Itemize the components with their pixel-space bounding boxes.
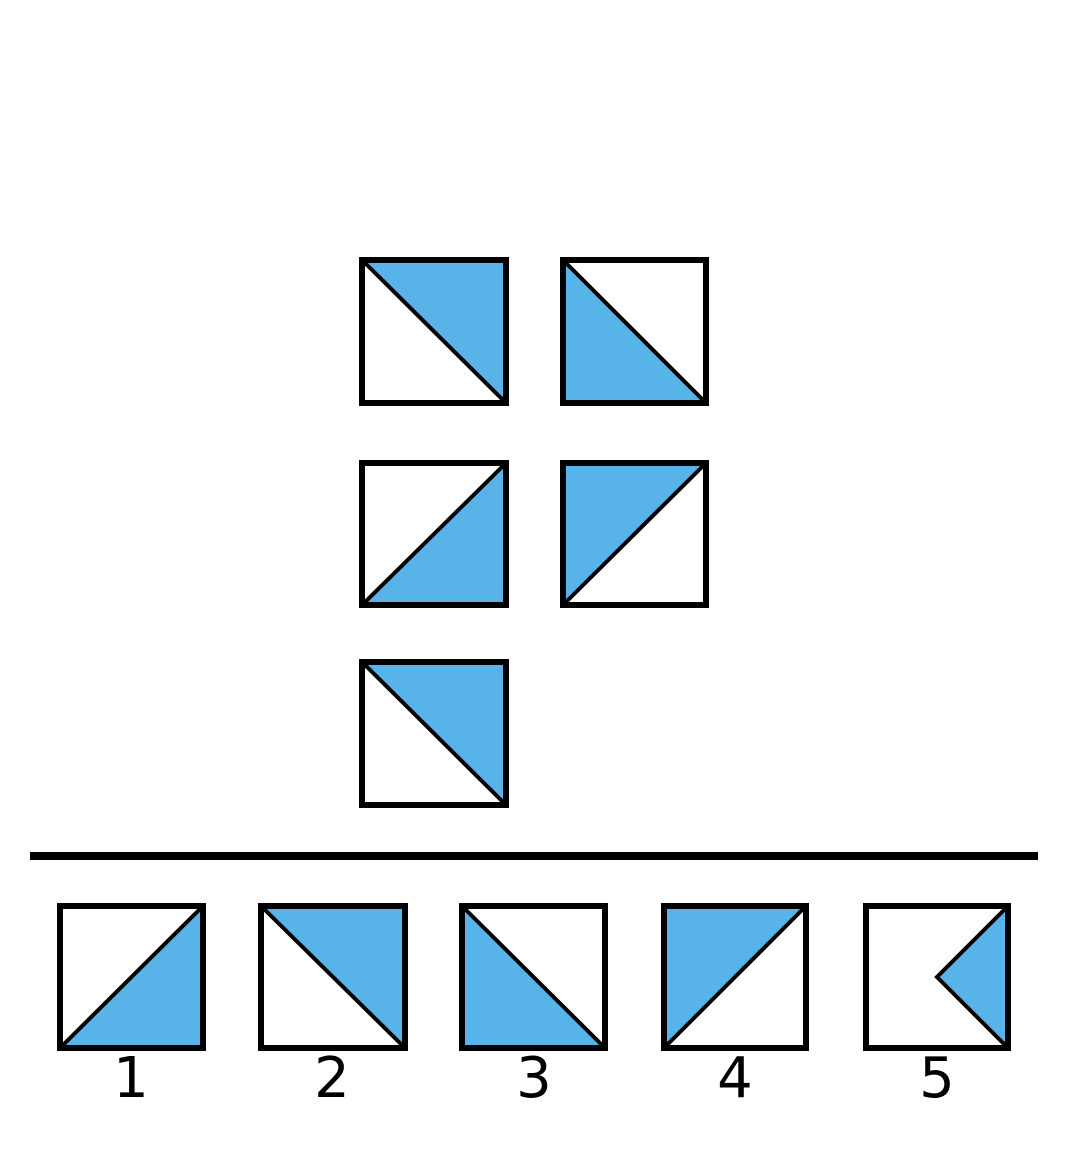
option-frame <box>661 903 809 1051</box>
cell-frame <box>359 257 509 406</box>
grid-cell-r1c2 <box>560 257 709 406</box>
grid-cell-r3c1 <box>359 659 509 808</box>
option-label: 4 <box>717 1046 753 1111</box>
question-grid <box>359 257 709 808</box>
option-label: 5 <box>919 1046 955 1111</box>
diagonal <box>259 904 407 1050</box>
diagonal <box>662 904 808 1050</box>
shaded-notch-triangle <box>937 906 1008 1048</box>
cell-frame <box>359 460 509 608</box>
cell-frame <box>560 257 709 406</box>
diagonal <box>360 660 508 807</box>
cell-frame <box>359 659 509 808</box>
diagonal <box>561 258 708 405</box>
option-4[interactable]: 4 <box>661 903 809 1111</box>
grid-cell-r2c2 <box>560 460 709 608</box>
option-2[interactable]: 2 <box>258 903 408 1111</box>
answer-options: 1 2 3 4 5 <box>57 903 1011 1111</box>
notch-edges <box>934 904 1010 1050</box>
diagonal <box>360 258 508 405</box>
option-1[interactable]: 1 <box>57 903 206 1111</box>
option-3[interactable]: 3 <box>459 903 608 1111</box>
option-frame <box>459 903 608 1051</box>
option-frame <box>258 903 408 1051</box>
diagonal <box>460 904 607 1050</box>
diagonal <box>561 461 708 607</box>
grid-cell-r2c1 <box>359 460 509 608</box>
cell-frame <box>560 460 709 608</box>
diagonal <box>58 904 205 1050</box>
option-label: 1 <box>113 1046 149 1111</box>
diagonal <box>360 461 508 607</box>
option-frame <box>57 903 206 1051</box>
option-label: 2 <box>314 1046 350 1111</box>
grid-cell-r1c1 <box>359 257 509 406</box>
option-label: 3 <box>516 1046 552 1111</box>
option-5[interactable]: 5 <box>863 903 1011 1111</box>
option-frame <box>863 903 1011 1051</box>
